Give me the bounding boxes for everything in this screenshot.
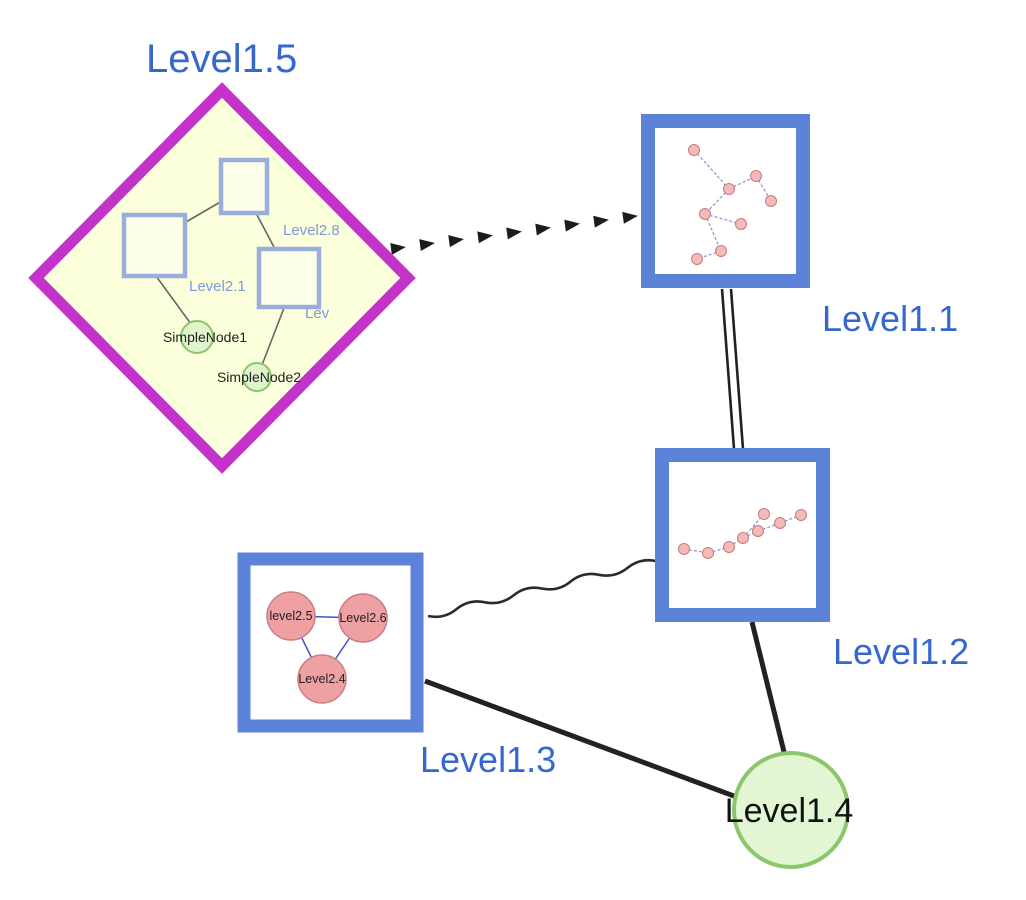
node-level1-5-group[interactable]: Level2.8 Level2.1 Lev SimpleNode1 Simple… xyxy=(28,82,416,474)
node-level1-2-group[interactable] xyxy=(655,448,830,622)
node-level1-3-frame[interactable] xyxy=(237,552,424,733)
mini-graph-level1-2-nodes xyxy=(678,508,807,559)
node-level1-3-label: Level1.3 xyxy=(420,739,556,780)
edge-level13-level14[interactable] xyxy=(424,678,751,805)
mini-graph-level1-1-nodes xyxy=(688,144,777,265)
node-simplenode2[interactable] xyxy=(242,362,272,392)
node-level2-5-label: level2.5 xyxy=(269,609,312,623)
node-simplenode2-label: SimpleNode2 xyxy=(217,369,301,385)
node-level2-6[interactable] xyxy=(338,593,388,643)
diamond-shape[interactable] xyxy=(28,82,416,474)
node-level2-8[interactable] xyxy=(218,157,270,216)
node-level1-1-frame[interactable] xyxy=(641,114,810,288)
node-level2-1[interactable] xyxy=(121,212,188,279)
node-level1-4-shape[interactable] xyxy=(732,751,850,869)
node-level2-4-label: Level2.4 xyxy=(298,672,345,686)
inner-edge-lev-simplenode2 xyxy=(261,307,285,366)
node-lev-label: Lev xyxy=(305,305,330,322)
node-level2-8-label: Level2.8 xyxy=(283,222,340,239)
node-level1-2-frame[interactable] xyxy=(655,448,830,622)
node-level2-6-label: Level2.6 xyxy=(339,611,386,625)
node-simplenode1[interactable] xyxy=(180,320,214,354)
node-level1-5-label: Level1.5 xyxy=(146,37,297,81)
edge-level13-level12[interactable] xyxy=(427,558,657,619)
node-level2-1-label: Level2.1 xyxy=(189,278,246,295)
edge-level15-level11[interactable] xyxy=(390,209,639,255)
node-level1-2-label: Level1.2 xyxy=(833,631,969,672)
edge-level11-level12[interactable] xyxy=(720,288,745,450)
inner-edge-level21-simplenode1 xyxy=(155,275,192,325)
node-level2-4[interactable] xyxy=(297,654,347,704)
edge-level12-level14[interactable] xyxy=(749,621,789,761)
node-level1-1-group[interactable] xyxy=(641,114,810,288)
inner-edge-level21-level28 xyxy=(185,200,223,223)
node-simplenode1-label: SimpleNode1 xyxy=(163,329,247,345)
inner-edge-level28-lev xyxy=(255,212,276,250)
node-level1-4-label: Level1.4 xyxy=(725,792,854,830)
node-level2-5[interactable] xyxy=(266,591,316,641)
node-level1-1-label: Level1.1 xyxy=(822,298,958,339)
node-level1-4[interactable]: Level1.4 xyxy=(725,751,854,869)
node-lev[interactable] xyxy=(256,246,322,310)
node-level1-3-group[interactable]: level2.5 Level2.6 Level2.4 xyxy=(237,552,424,733)
